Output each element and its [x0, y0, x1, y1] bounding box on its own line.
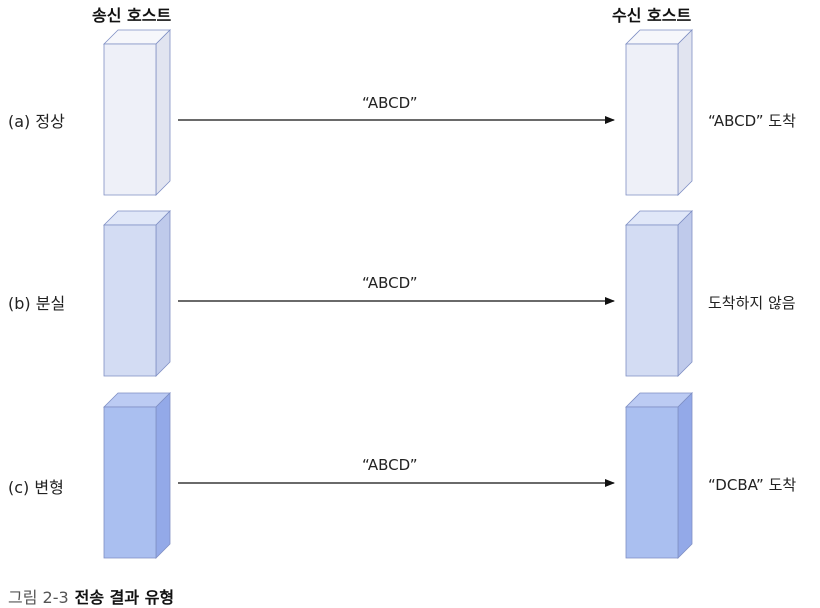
receiver-host-header: 수신 호스트	[612, 6, 692, 25]
receiver-block-side	[677, 392, 693, 559]
receiver-block-front	[625, 406, 679, 559]
sender-host-block-corrupt	[103, 392, 171, 559]
sender-block-side	[155, 392, 171, 559]
row-label-corrupt: (c) 변형	[8, 478, 64, 497]
message-label-loss: “ABCD”	[362, 274, 418, 292]
result-loss: 도착하지 않음	[708, 294, 796, 312]
receiver-block-side	[677, 210, 693, 377]
message-label-corrupt: “ABCD”	[362, 456, 418, 474]
sender-host-header: 송신 호스트	[92, 6, 172, 25]
sender-block-side	[155, 29, 171, 196]
receiver-host-block-normal	[625, 29, 693, 196]
figure-title: 전송 결과 유형	[74, 588, 175, 607]
row-label-normal: (a) 정상	[8, 112, 65, 131]
figure-caption: 그림 2-3 전송 결과 유형	[8, 584, 174, 608]
sender-block-front	[103, 406, 157, 559]
figure-number: 그림 2-3	[8, 588, 69, 607]
result-corrupt: “DCBA” 도착	[708, 476, 797, 494]
sender-block-front	[103, 43, 157, 196]
row-label-loss: (b) 분실	[8, 294, 66, 313]
sender-block-side	[155, 210, 171, 377]
receiver-block-side	[677, 29, 693, 196]
message-label-normal: “ABCD”	[362, 94, 418, 112]
sender-host-block-normal	[103, 29, 171, 196]
receiver-host-block-loss	[625, 210, 693, 377]
receiver-block-front	[625, 43, 679, 196]
receiver-block-front	[625, 224, 679, 377]
sender-block-front	[103, 224, 157, 377]
sender-host-block-loss	[103, 210, 171, 377]
result-normal: “ABCD” 도착	[708, 112, 796, 130]
receiver-host-block-corrupt	[625, 392, 693, 559]
